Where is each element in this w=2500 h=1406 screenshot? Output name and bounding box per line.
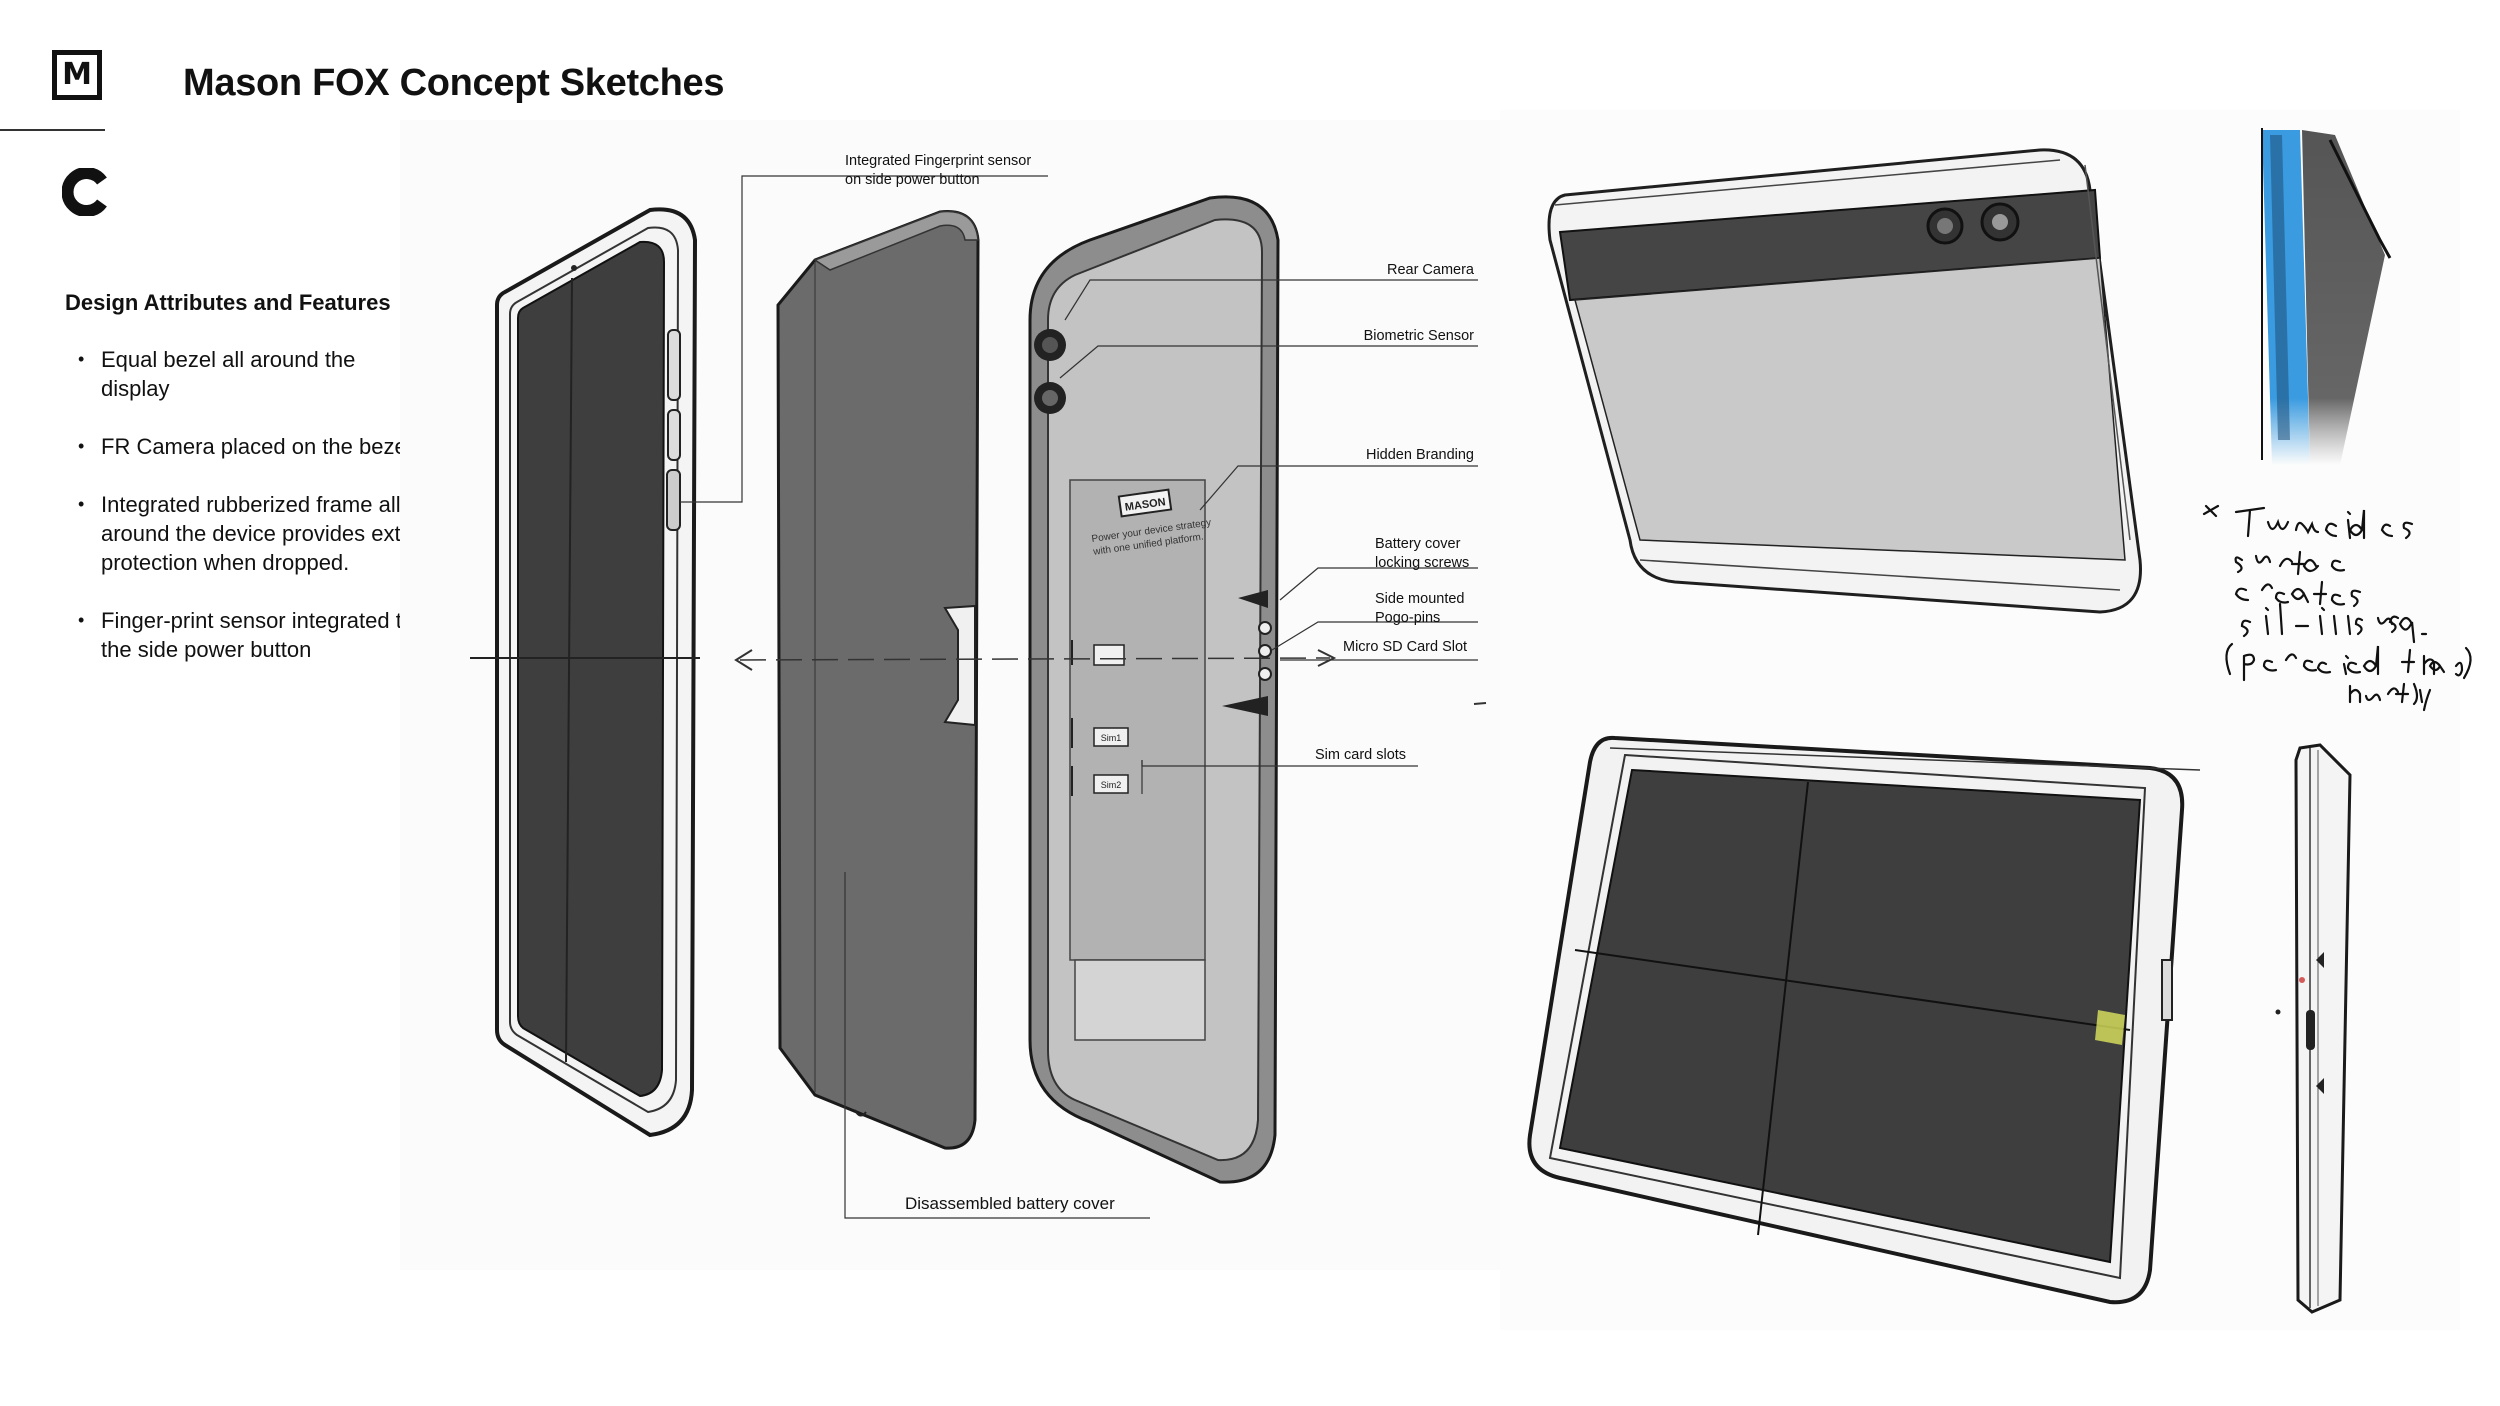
callout-micro-sd-slot: Micro SD Card Slot [1343, 639, 1468, 655]
features-heading: Design Attributes and Features [65, 290, 391, 315]
callout-leaders [680, 175, 1478, 1219]
mason-logo: M [52, 50, 102, 100]
callout-battery-screws: Battery cover locking screws [1375, 536, 1470, 571]
logo-letter: M [62, 57, 92, 92]
arrow-left-icon [734, 649, 753, 671]
callout-sim-card-slots: Sim card slots [1315, 747, 1407, 763]
callout-battery-cover: Disassembled battery cover [905, 1194, 1115, 1213]
side-profile-thin [2275, 743, 2352, 1314]
phone-rear-view: MASON Power your device strategy with on… [1028, 195, 1280, 1184]
phone-front-view [470, 207, 700, 1138]
arrow-right-icon [1317, 649, 1337, 667]
callout-hidden-branding: Hidden Branding [1365, 447, 1474, 463]
callout-pogo-pins: Side mounted Pogo-pins [1375, 591, 1465, 626]
sim1-label: Sim1 [1101, 733, 1122, 743]
stray-mark [1473, 702, 1487, 705]
callout-fingerprint-sensor: Integrated Fingerprint sensor on side po… [845, 153, 1032, 188]
feature-item: •FR Camera placed on the bezel [78, 434, 412, 459]
brand-mark: MASON [1124, 496, 1166, 514]
page-title: Mason FOX Concept Sketches [183, 62, 725, 104]
callout-biometric-sensor: Biometric Sensor [1363, 328, 1474, 344]
callout-rear-camera: Rear Camera [1386, 262, 1474, 278]
c-letter-icon [62, 168, 107, 216]
features-list: •Equal bezel all around the display •FR … [65, 345, 425, 693]
tablet-rear-sketch [1547, 148, 2142, 614]
battery-cover-view [776, 210, 980, 1150]
highlight-mark [2095, 1010, 2125, 1045]
feature-item: • Finger-print sensor integrated to the … [78, 608, 415, 662]
tablet-front-sketch [1527, 735, 2201, 1305]
explode-axis-line [739, 657, 1331, 661]
feature-item: •Equal bezel all around the display [78, 347, 356, 401]
logo-divider [0, 129, 105, 131]
sim2-label: Sim2 [1101, 780, 1122, 790]
feature-item: •Integrated rubberized frame all around … [78, 492, 421, 575]
side-profile-blue [2261, 128, 2392, 465]
handwritten-note-sketch [2202, 504, 2472, 712]
